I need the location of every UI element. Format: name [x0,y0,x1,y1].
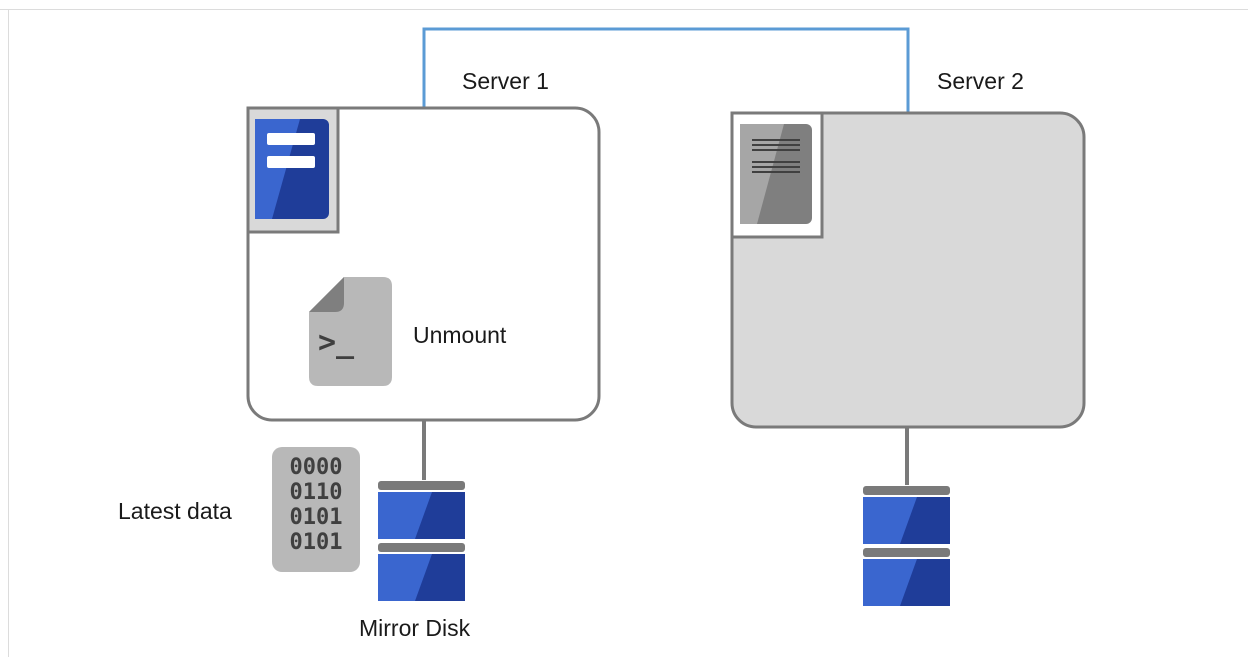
network-connection-line [422,27,910,113]
binary-row-2: 0110 [290,480,343,505]
mirror-disk-server1-icon [378,481,465,601]
latest-data-icon: 0000 0110 0101 0101 [272,447,360,572]
latest-data-label: Latest data [118,498,232,524]
unmount-label: Unmount [413,322,507,348]
binary-row-3: 0101 [290,505,343,530]
server1-label: Server 1 [462,68,549,94]
script-prompt-text: >_ [318,325,355,360]
binary-row-1: 0000 [290,455,343,480]
mirror-disk-label: Mirror Disk [359,615,471,641]
script-icon: >_ [309,277,392,386]
server2-label: Server 2 [937,68,1024,94]
mirror-disk-server2-icon [863,486,950,606]
binary-row-4: 0101 [290,530,343,555]
server2-icon [730,111,824,239]
server1-icon [246,106,340,234]
